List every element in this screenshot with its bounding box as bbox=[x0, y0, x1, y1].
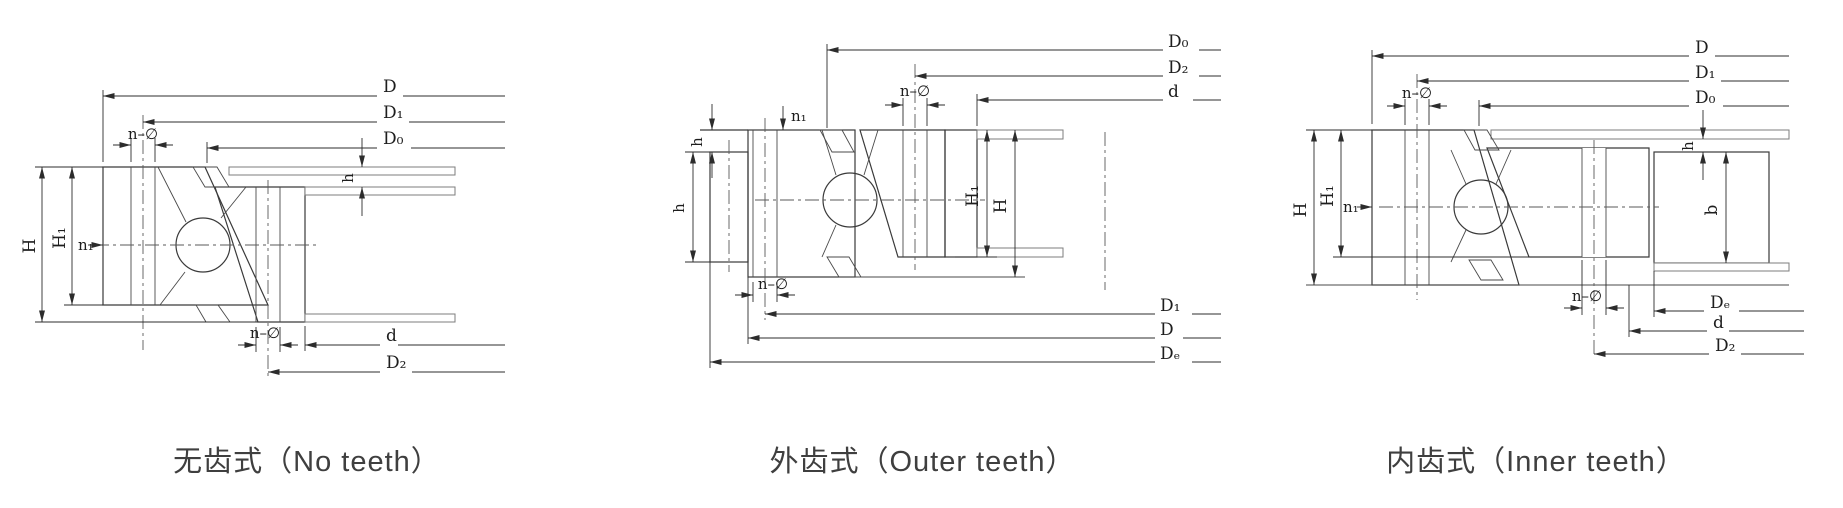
dim-label-D1: D₁ bbox=[1160, 296, 1180, 316]
bearing-section bbox=[1306, 74, 1790, 358]
dim-label-h: h bbox=[1679, 141, 1697, 151]
dimensions: D₀ D₂ d n–∅ n₁ h bbox=[670, 32, 1221, 368]
dim-label-h-gear: h bbox=[670, 203, 688, 213]
dim-label-H1: H₁ bbox=[963, 185, 983, 207]
seal bbox=[1463, 129, 1500, 151]
dim-label-D2: D₂ bbox=[1715, 336, 1735, 356]
seal bbox=[826, 256, 862, 278]
seal bbox=[1468, 259, 1504, 281]
dim-label-D: D bbox=[1695, 38, 1709, 58]
dim-label-H1: H₁ bbox=[50, 227, 70, 249]
dim-label-d: d bbox=[1713, 313, 1724, 333]
dim-label-d: d bbox=[386, 326, 397, 346]
dim-label-H1: H₁ bbox=[1318, 185, 1338, 207]
dim-label-D: D bbox=[1160, 320, 1174, 340]
dim-label-D0: D₀ bbox=[1168, 32, 1189, 52]
dim-label-D1: D₁ bbox=[383, 103, 403, 123]
dim-label-bolt-top: n–∅ bbox=[900, 82, 930, 100]
dim-label-bolt-top: n–∅ bbox=[128, 125, 158, 143]
dim-label-D2: D₂ bbox=[386, 353, 406, 373]
dim-label-bolt-bottom: n–∅ bbox=[1572, 287, 1602, 305]
dim-label-n1: n₁ bbox=[78, 236, 94, 254]
dim-label-De: Dₑ bbox=[1160, 344, 1180, 364]
dim-label-b: b bbox=[1702, 204, 1722, 215]
dim-label-D: D bbox=[383, 77, 397, 97]
caption-inner-teeth: 内齿式（Inner teeth） bbox=[1386, 446, 1686, 478]
dim-label-h-top: h bbox=[688, 137, 706, 147]
dim-label-D1: D₁ bbox=[1695, 63, 1715, 83]
no-teeth-diagram: D D₁ D₀ h H H₁ n₁ bbox=[20, 77, 505, 377]
dimensions: D D₁ D₀ h H H₁ n₁ bbox=[20, 77, 505, 376]
dim-label-D2: D₂ bbox=[1168, 58, 1188, 78]
bearing-section bbox=[95, 115, 456, 377]
dim-label-bolt-bottom: n–∅ bbox=[758, 275, 788, 293]
seal bbox=[819, 129, 855, 153]
dim-label-bolt-bottom: n–∅ bbox=[250, 324, 280, 342]
dim-label-H: H bbox=[20, 239, 40, 254]
outer-teeth-diagram: D₀ D₂ d n–∅ n₁ h bbox=[670, 32, 1221, 368]
dim-label-h: h bbox=[339, 173, 357, 183]
caption-no-teeth: 无齿式（No teeth） bbox=[173, 446, 441, 478]
seal bbox=[195, 304, 231, 323]
dim-label-D0: D₀ bbox=[1695, 88, 1716, 108]
dim-label-H: H bbox=[991, 199, 1011, 214]
dim-label-D0: D₀ bbox=[383, 129, 404, 149]
dim-label-n1: n₁ bbox=[1343, 198, 1359, 216]
dim-label-n1: n₁ bbox=[791, 107, 807, 125]
dimensions: D D₁ D₀ n–∅ H H₁ n₁ bbox=[1291, 38, 1804, 358]
caption-outer-teeth: 外齿式（Outer teeth） bbox=[769, 446, 1076, 478]
seal bbox=[192, 166, 230, 188]
inner-teeth-diagram: D D₁ D₀ n–∅ H H₁ n₁ bbox=[1291, 38, 1804, 358]
bearing-section bbox=[700, 64, 1106, 320]
dim-label-d: d bbox=[1168, 82, 1179, 102]
dim-label-De: Dₑ bbox=[1710, 293, 1730, 313]
dim-label-bolt-top: n–∅ bbox=[1402, 84, 1432, 102]
dim-label-H: H bbox=[1291, 203, 1311, 218]
